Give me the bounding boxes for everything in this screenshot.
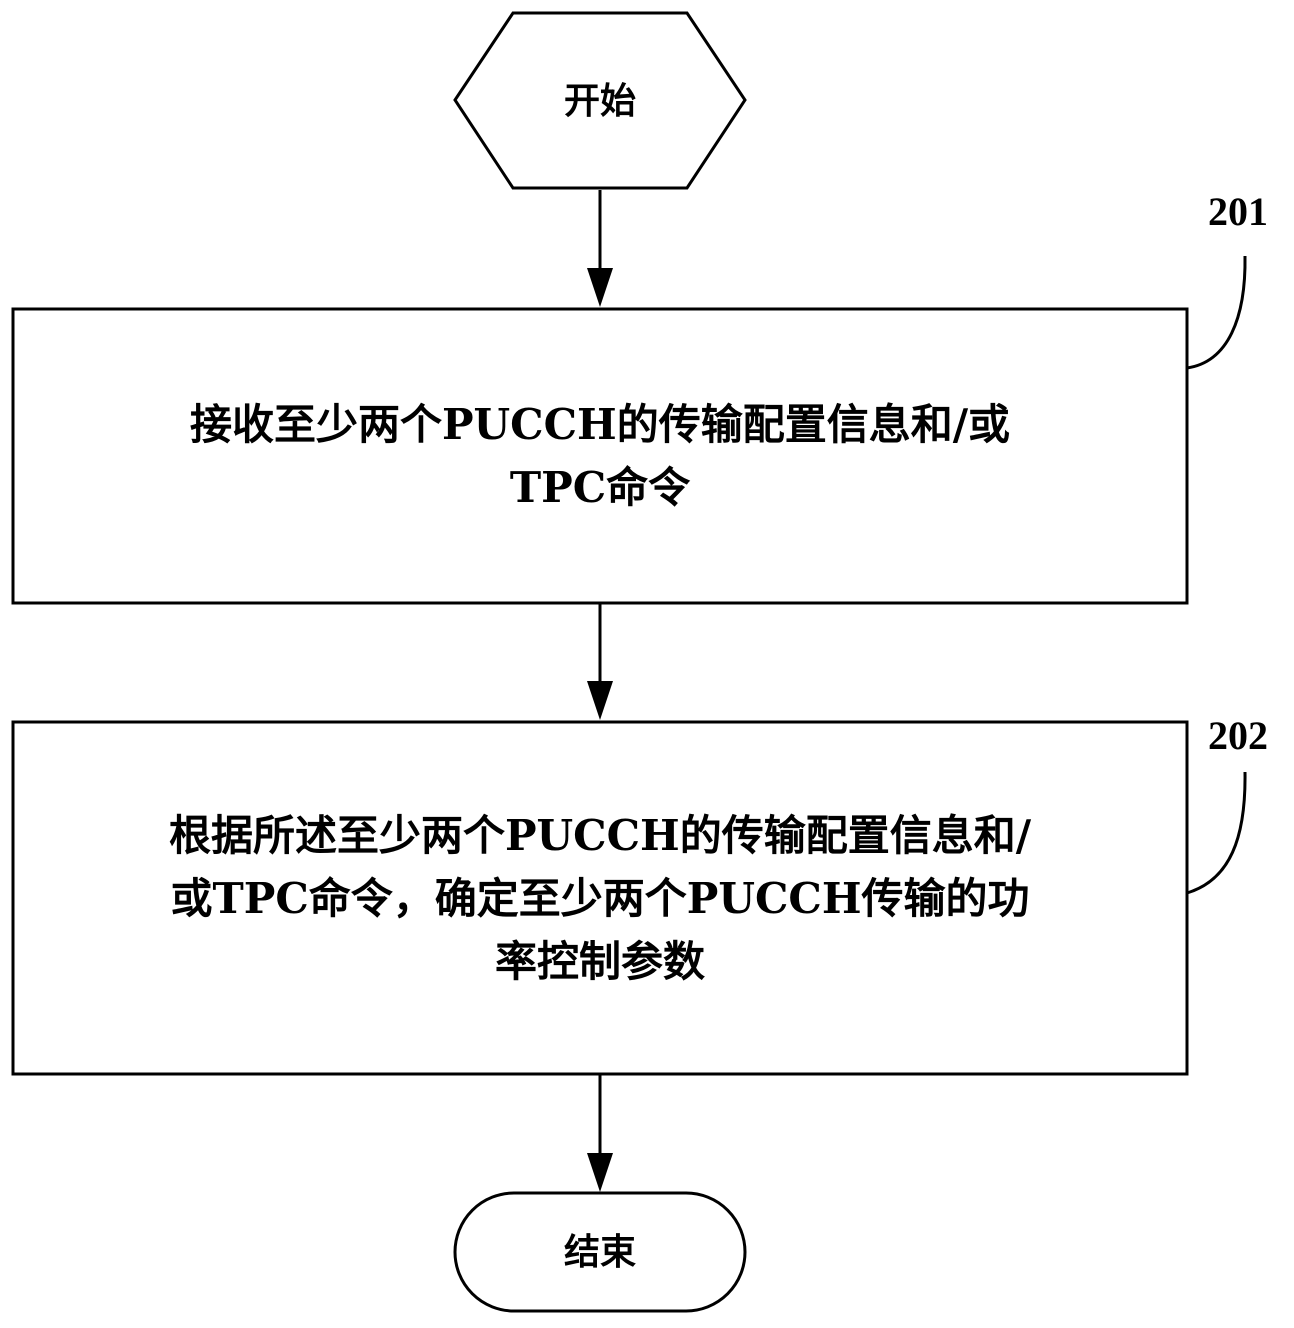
- end-label: 结束: [563, 1231, 636, 1273]
- arrowhead-start-to-step-201: [587, 268, 613, 307]
- end-terminal-shape: [453, 1191, 747, 1313]
- arrowhead-step-202-to-end: [587, 1153, 613, 1192]
- step-202-text-line-3: 率控制参数: [494, 936, 705, 986]
- step-202-box: [11, 720, 1189, 1076]
- arrowhead-step-201-to-step-202: [587, 681, 613, 720]
- step-202-text-line-1: 根据所述至少两个PUCCH的传输配置信息和/: [168, 810, 1032, 860]
- step-201-text: 接收至少两个PUCCH的传输配置信息和/或 TPC命令: [13, 309, 1187, 603]
- step-201-text-line-1: 接收至少两个PUCCH的传输配置信息和/或: [189, 400, 1011, 449]
- step-202-text-line-2: 或TPC命令，确定至少两个PUCCH传输的功: [170, 873, 1030, 923]
- start-terminal-shape: [453, 11, 747, 190]
- step-201-leader-line: [1186, 255, 1247, 370]
- step-201-text-line-2: TPC命令: [509, 463, 691, 512]
- step-202-text: 根据所述至少两个PUCCH的传输配置信息和/ 或TPC命令，确定至少两个PUCC…: [13, 722, 1187, 1074]
- step-202-leader-line: [1186, 771, 1247, 895]
- start-label: 开始: [563, 79, 636, 122]
- step-201-number: 201: [1208, 189, 1268, 234]
- step-202-number: 202: [1208, 713, 1268, 758]
- step-201-box: [11, 307, 1189, 605]
